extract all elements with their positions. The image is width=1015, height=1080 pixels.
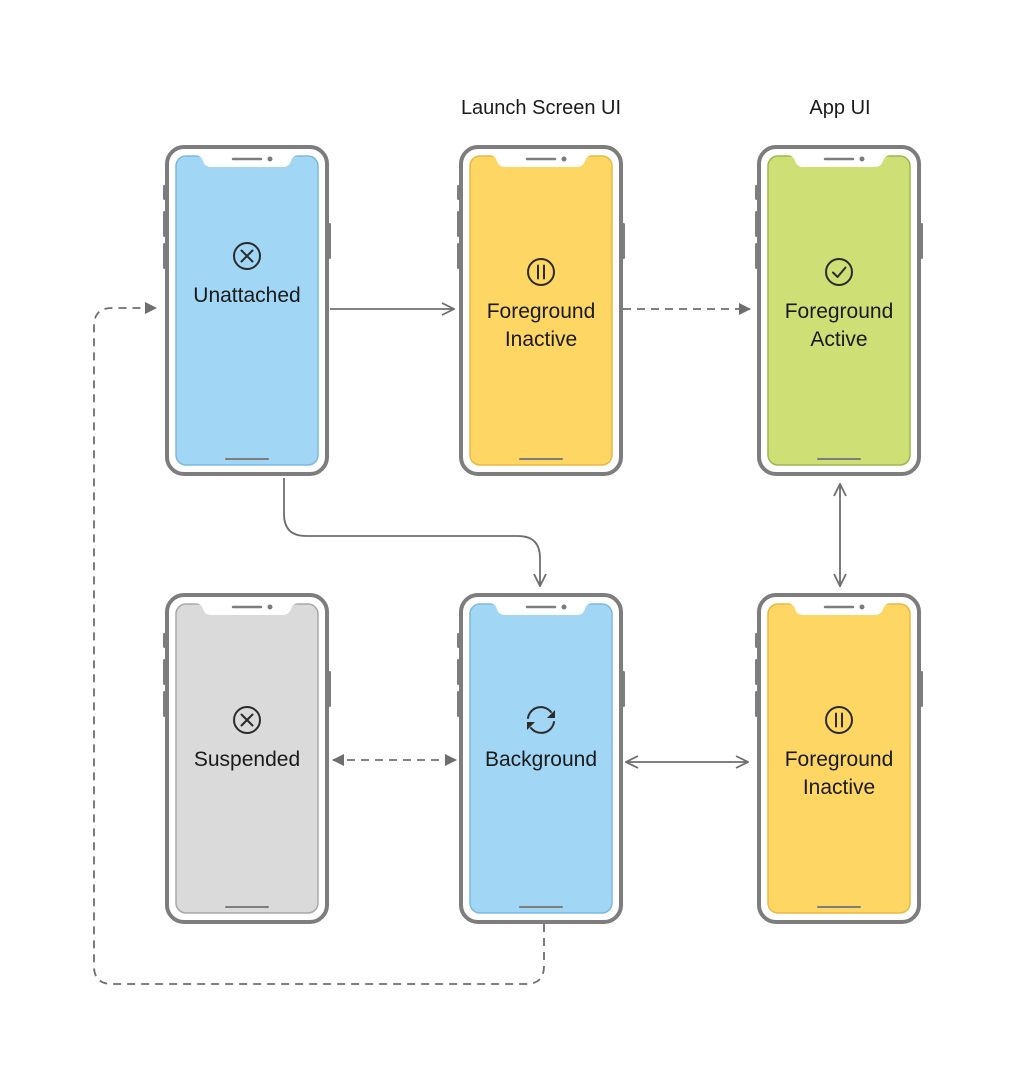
camera-dot <box>561 604 567 610</box>
x-circle-icon <box>233 242 261 270</box>
state-label-line: Inactive <box>505 328 577 351</box>
arrow-background-to-unattached <box>93 302 545 985</box>
app-ui-header: App UI <box>809 97 870 119</box>
state-label-line: Foreground <box>487 300 596 323</box>
transition-arrows <box>93 302 840 985</box>
x-circle-icon <box>233 706 261 734</box>
state-label-line: Background <box>485 748 597 771</box>
notch <box>195 603 299 615</box>
arrow-unattached-to-background <box>283 478 540 586</box>
camera-dot <box>561 156 567 162</box>
state-label-line: Inactive <box>803 776 875 799</box>
phone-suspended: Suspended <box>163 593 331 924</box>
notch <box>787 603 891 615</box>
notch <box>489 155 593 167</box>
state-label-line: Suspended <box>194 748 300 771</box>
notch <box>787 155 891 167</box>
notch <box>489 603 593 615</box>
state-label: Unattached <box>193 284 300 307</box>
notch <box>195 155 299 167</box>
state-label-line: Foreground <box>785 300 894 323</box>
pause-circle-icon <box>527 258 555 286</box>
refresh-arrows-icon <box>527 706 555 734</box>
state-label-line: Active <box>810 328 867 351</box>
phone-background: Background <box>457 593 625 924</box>
phone-screen <box>175 155 319 466</box>
state-label-line: Foreground <box>785 748 894 771</box>
camera-dot <box>267 156 273 162</box>
checkmark-circle-icon <box>825 258 853 286</box>
camera-dot <box>859 604 865 610</box>
camera-dot <box>859 156 865 162</box>
launch-screen-ui-header: Launch Screen UI <box>461 97 621 119</box>
state-label: Background <box>485 748 597 771</box>
state-label: Suspended <box>194 748 300 771</box>
camera-dot <box>267 604 273 610</box>
pause-circle-icon <box>825 706 853 734</box>
phone-unattached: Unattached <box>163 145 331 476</box>
state-label-line: Unattached <box>193 284 300 307</box>
